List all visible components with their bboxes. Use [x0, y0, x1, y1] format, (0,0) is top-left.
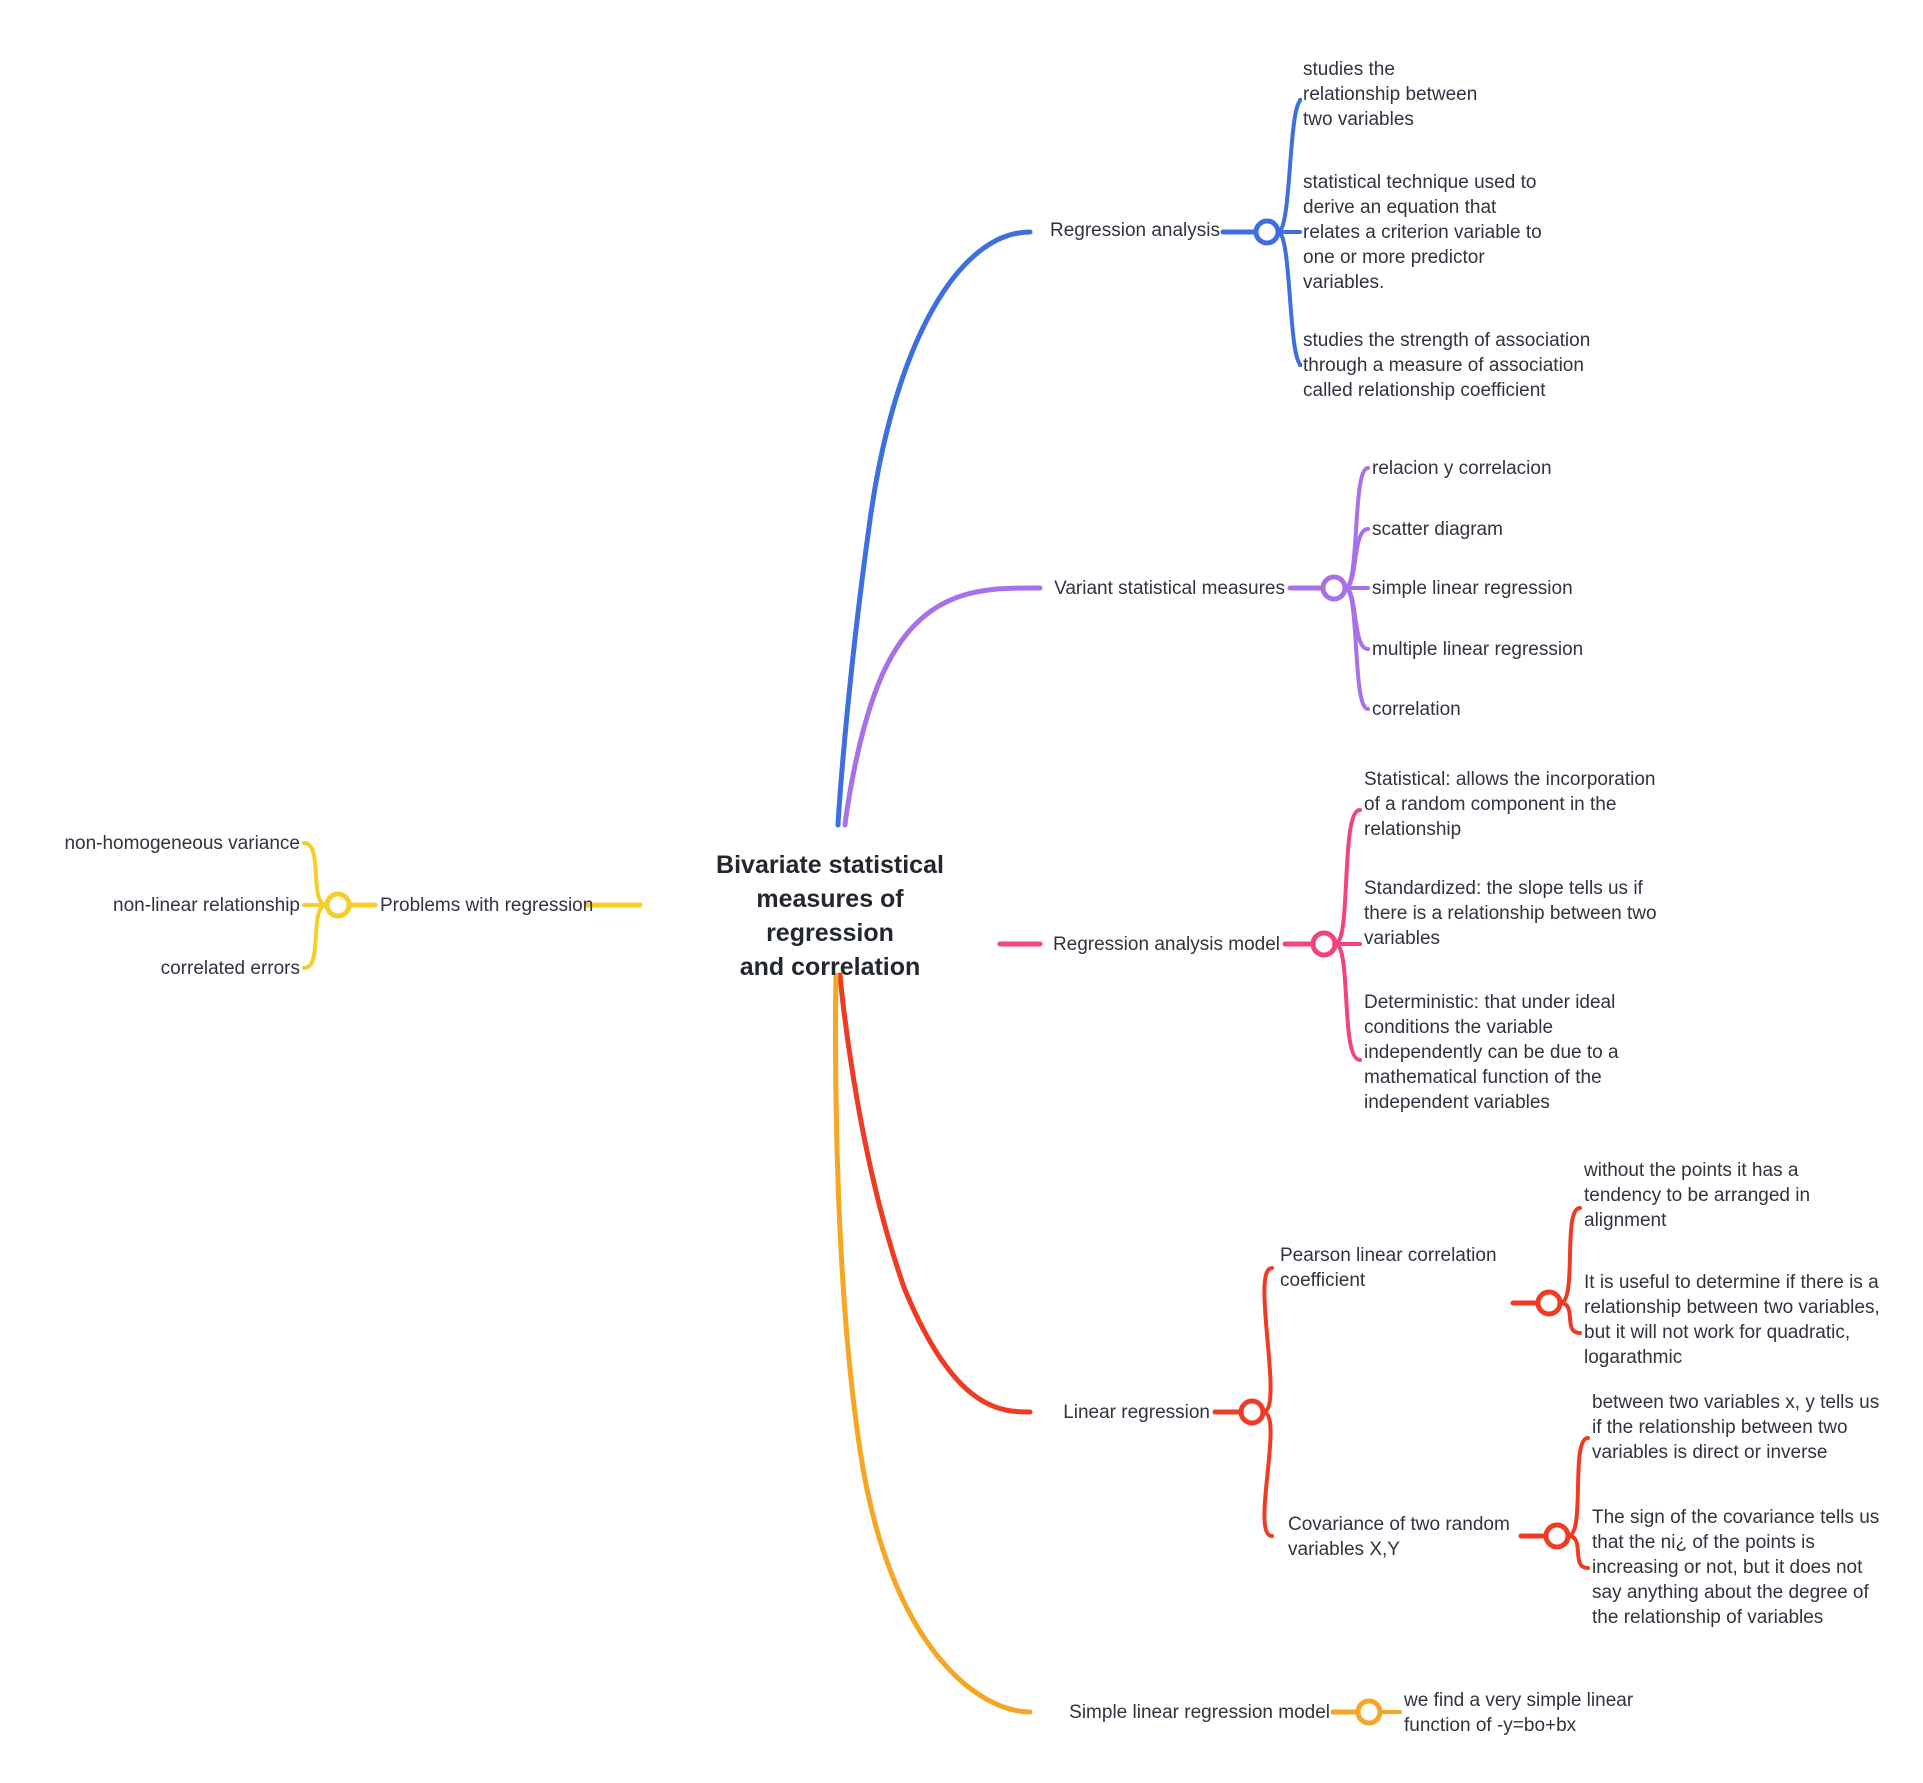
leaf-problems-1[interactable]: non-homogeneous variance — [64, 833, 300, 854]
leaf-variant-4[interactable]: multiple linear regression — [1372, 639, 1584, 660]
subbranch-covariance[interactable]: Covariance of two random variables X,Y — [1288, 1514, 1510, 1560]
leaf-variant-1[interactable]: relacion y correlacion — [1372, 458, 1552, 479]
leaf-variant-5[interactable]: correlation — [1372, 699, 1461, 720]
leaf-problems-3[interactable]: correlated errors — [160, 958, 300, 979]
branch-simple-linear-regression-model[interactable]: Simple linear regression model — [1069, 1702, 1330, 1723]
branch-regression-analysis-model[interactable]: Regression analysis model — [1052, 934, 1280, 955]
leaf-regression-analysis-1[interactable]: studies the relationship between two var… — [1303, 59, 1478, 130]
leaf-model-1[interactable]: Statistical: allows the incorporation of… — [1364, 769, 1656, 840]
leaf-covariance-1[interactable]: between two variables x, y tells us if t… — [1592, 1392, 1880, 1463]
branch-variant-statistical-measures[interactable]: Variant statistical measures — [1054, 578, 1285, 599]
leaf-regression-analysis-2[interactable]: statistical technique used to derive an … — [1303, 172, 1542, 293]
branch-problems-with-regression[interactable]: Problems with regression — [380, 895, 594, 916]
branch-linear-regression[interactable]: Linear regression — [1063, 1402, 1210, 1423]
leaf-variant-3[interactable]: simple linear regression — [1372, 578, 1573, 599]
leaf-model-3[interactable]: Deterministic: that under ideal conditio… — [1364, 992, 1619, 1113]
leaf-model-2[interactable]: Standardized: the slope tells us if ther… — [1364, 878, 1657, 949]
leaf-pearson-2[interactable]: It is useful to determine if there is a … — [1584, 1272, 1880, 1368]
leaf-variant-2[interactable]: scatter diagram — [1372, 519, 1503, 540]
leaf-problems-2[interactable]: non-linear relationship — [113, 895, 300, 916]
leaf-simple-linear-1[interactable]: we find a very simple linear function of… — [1404, 1690, 1634, 1736]
leaf-pearson-1[interactable]: without the points it has a tendency to … — [1584, 1160, 1811, 1231]
leaf-regression-analysis-3[interactable]: studies the strength of association thro… — [1303, 330, 1591, 401]
subbranch-pearson-coefficient[interactable]: Pearson linear correlation coefficient — [1280, 1245, 1497, 1291]
branch-regression-analysis[interactable]: Regression analysis — [1049, 220, 1220, 241]
leaf-covariance-2[interactable]: The sign of the covariance tells us that… — [1592, 1507, 1880, 1628]
root-node[interactable]: Bivariate statistical measures of regres… — [716, 851, 944, 981]
